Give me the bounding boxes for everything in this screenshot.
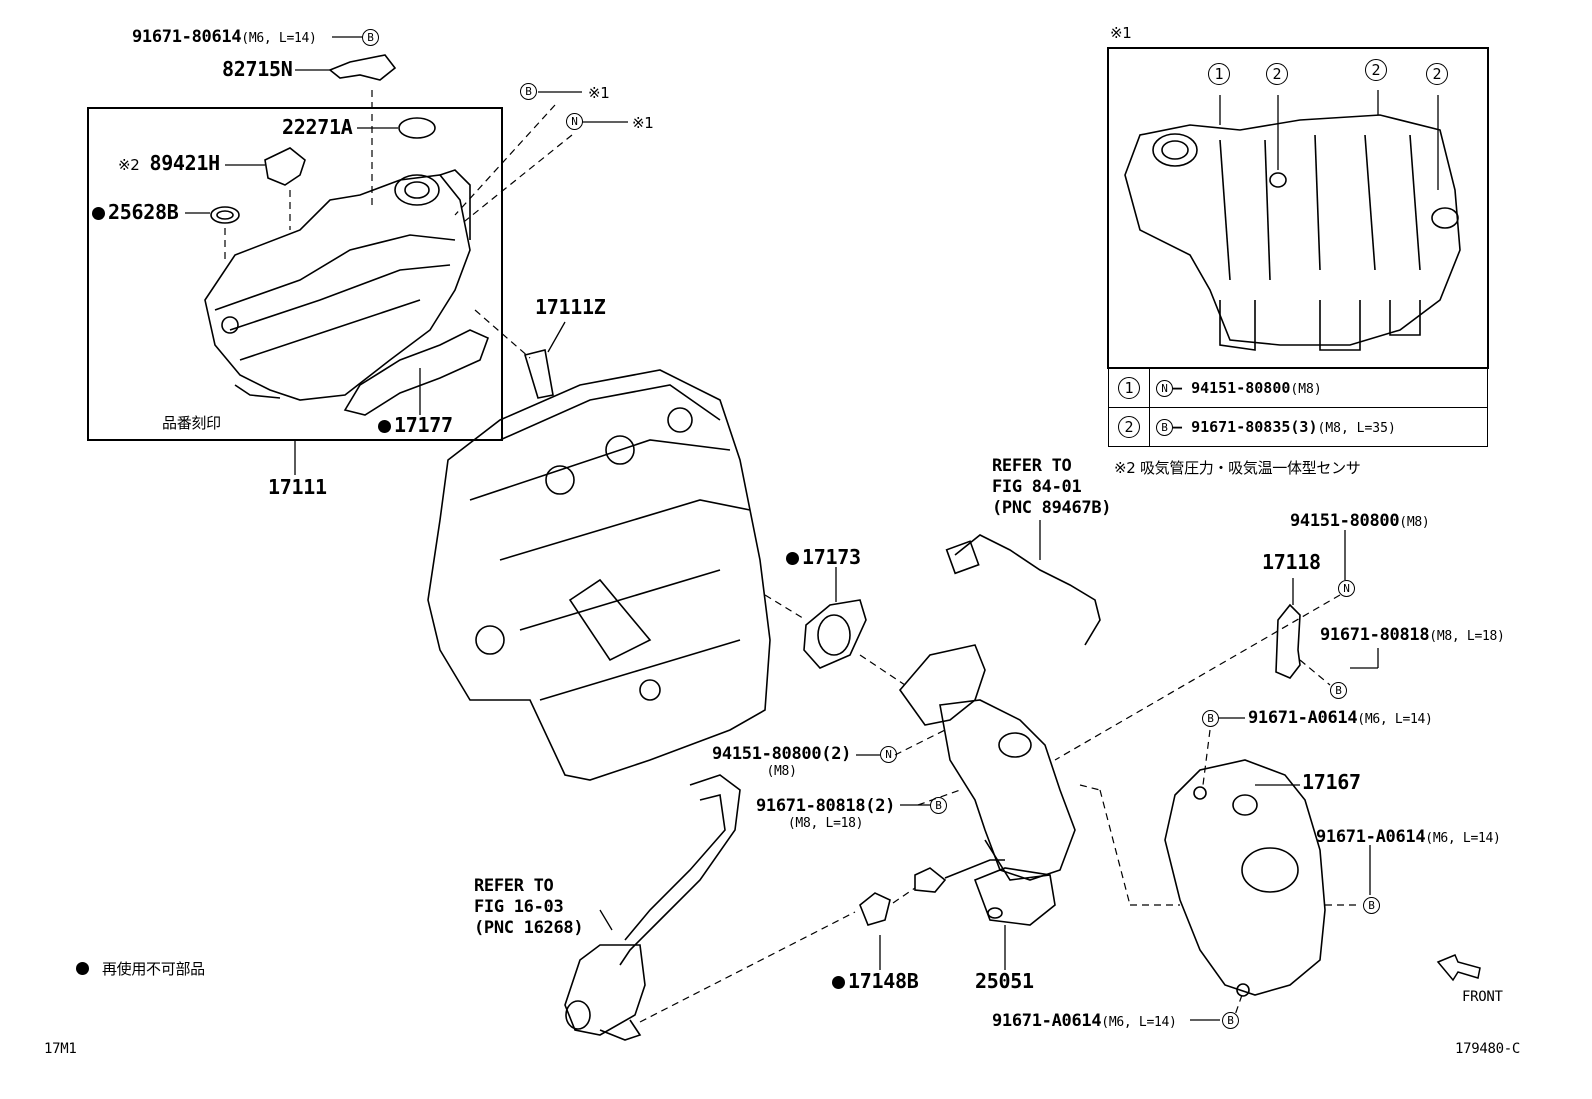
heat-insulator-17167 <box>1164 759 1326 996</box>
marker-b: B <box>362 29 379 46</box>
label-17177: 17177 <box>378 415 453 437</box>
fastener-legend-table: 1 N— 94151-80800(M8) 2 B— 91671-80835(3)… <box>1108 368 1488 447</box>
label-25628b: 25628B <box>92 202 179 224</box>
marker-n-mid: N <box>880 746 897 763</box>
inset-manifold-drawing <box>1124 114 1461 351</box>
label-17167: 17167 <box>1302 770 1361 794</box>
refer-to-fig-84-01: REFER TO FIG 84-01 (PNC 89467B) <box>992 456 1112 518</box>
marker-b-ref: B <box>520 83 537 100</box>
corner-code: 17M1 <box>44 1041 77 1057</box>
gasket-25628b <box>210 206 240 224</box>
refer-to-fig-16-03: REFER TO FIG 16-03 (PNC 16268) <box>474 876 584 938</box>
marker-n-right: N <box>1338 580 1355 597</box>
ref1-marker-n: ※1 <box>632 114 654 132</box>
exhaust-pipe-drawing <box>564 774 1005 1041</box>
label-91671-80818-2: 91671-80818(2) (M8, L=18) <box>756 796 896 831</box>
label-91671-a0614-c: 91671-A0614(M6, L=14) <box>992 1011 1177 1031</box>
non-reusable-dot-icon <box>76 962 89 975</box>
inset-frame <box>1107 47 1489 369</box>
label-82715n: 82715N <box>222 57 293 81</box>
inset-callout-2a: 2 <box>1266 63 1288 85</box>
legend-non-reusable: 再使用不可部品 <box>76 960 205 979</box>
label-17173: 17173 <box>786 547 861 569</box>
marker-b-a0614-c: B <box>1222 1012 1239 1029</box>
engine-block-drawing <box>427 369 771 781</box>
label-22271a: 22271A <box>282 115 353 139</box>
front-arrow-icon <box>1436 954 1481 982</box>
label-17111z: 17111Z <box>535 295 606 319</box>
bracket-82715n <box>328 54 397 81</box>
label-25051: 25051 <box>975 969 1034 993</box>
note-2: ※2 吸気管圧力・吸気温一体型センサ <box>1114 459 1361 477</box>
exhaust-gasket-17173 <box>803 599 867 669</box>
sensor-89421h <box>264 147 306 186</box>
bracket-17118 <box>1275 603 1301 679</box>
marker-n-ref: N <box>566 113 583 130</box>
inset-callout-2b: 2 <box>1365 59 1387 81</box>
legend-row: 1 N— 94151-80800(M8) <box>1108 368 1488 408</box>
non-reusable-dot-icon <box>92 207 105 220</box>
legend-row: 2 B— 91671-80835(3)(M8, L=35) <box>1108 407 1488 447</box>
intake-manifold-drawing <box>204 169 471 401</box>
marker-b-right: B <box>1330 682 1347 699</box>
label-91671-80614-top: 91671-80614(M6, L=14) <box>132 27 317 47</box>
label-17118: 17118 <box>1262 550 1321 574</box>
marker-b-mid: B <box>930 797 947 814</box>
inset-marker: ※1 <box>1110 24 1132 42</box>
inset-callout-2c: 2 <box>1426 63 1448 85</box>
label-94151-80800-2: 94151-80800(2) (M8) <box>712 744 852 779</box>
label-94151-80800-right: 94151-80800(M8) <box>1290 511 1430 531</box>
label-17111: 17111 <box>268 475 327 499</box>
label-91671-80818-right: 91671-80818(M8, L=18) <box>1320 625 1505 645</box>
marker-b-a0614-a: B <box>1202 710 1219 727</box>
stud-17111z <box>523 349 554 399</box>
ref1-marker-b: ※1 <box>588 84 610 102</box>
oxygen-sensor-cable <box>954 534 1101 646</box>
stamp-label: 品番刻印 <box>162 414 221 432</box>
figure-number: 179480-C <box>1455 1041 1521 1057</box>
label-91671-a0614-b: 91671-A0614(M6, L=14) <box>1316 827 1501 847</box>
label-89421h: ※2 89421H <box>118 151 220 175</box>
catalytic-converter-drawing <box>898 644 1076 926</box>
marker-b-a0614-b: B <box>1363 897 1380 914</box>
o-ring-22271a <box>398 117 436 139</box>
label-17148b: 17148B <box>832 971 919 993</box>
front-label: FRONT <box>1462 989 1503 1005</box>
label-91671-a0614-a: 91671-A0614(M6, L=14) <box>1248 708 1433 728</box>
inset-callout-1: 1 <box>1208 63 1230 85</box>
manifold-gasket-drawing <box>343 329 490 416</box>
gasket-17148b <box>859 892 891 926</box>
